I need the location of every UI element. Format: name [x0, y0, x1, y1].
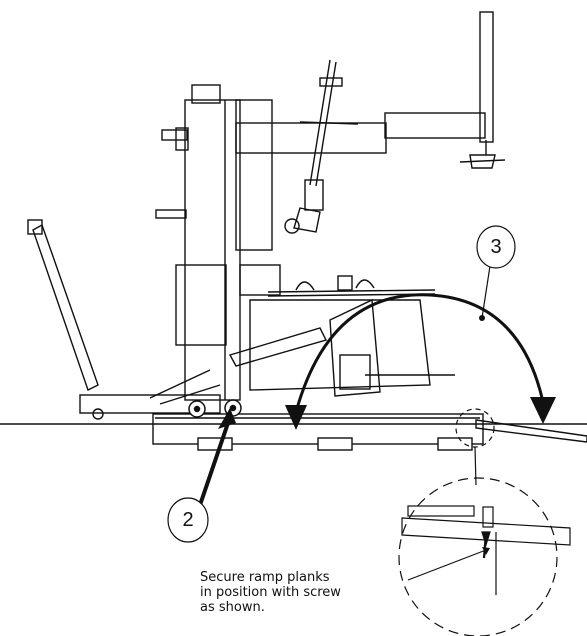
note-leader: [407, 547, 490, 581]
ramp-instruction-note: Secure ramp planks in position with scre…: [200, 570, 410, 615]
detail-marker: [455, 408, 495, 486]
note-line-2: in position with screw: [200, 585, 341, 600]
callout-3-label: 3: [490, 236, 501, 258]
transport-wheels: [188, 399, 242, 418]
jack-assembly: [27, 219, 221, 420]
callout-2-label: 2: [182, 509, 193, 531]
callout-3: 3: [476, 225, 516, 321]
tower-column: [155, 84, 281, 401]
note-line-3: as shown.: [200, 600, 265, 615]
callout-2: 2: [167, 408, 236, 543]
note-line-1: Secure ramp planks: [200, 570, 330, 585]
ramp-plank: [475, 419, 587, 443]
magnified-detail: [398, 477, 571, 636]
base-pallet: [152, 413, 484, 451]
mounting-head-arm: [284, 59, 359, 234]
rotation-arrow: [285, 293, 556, 430]
